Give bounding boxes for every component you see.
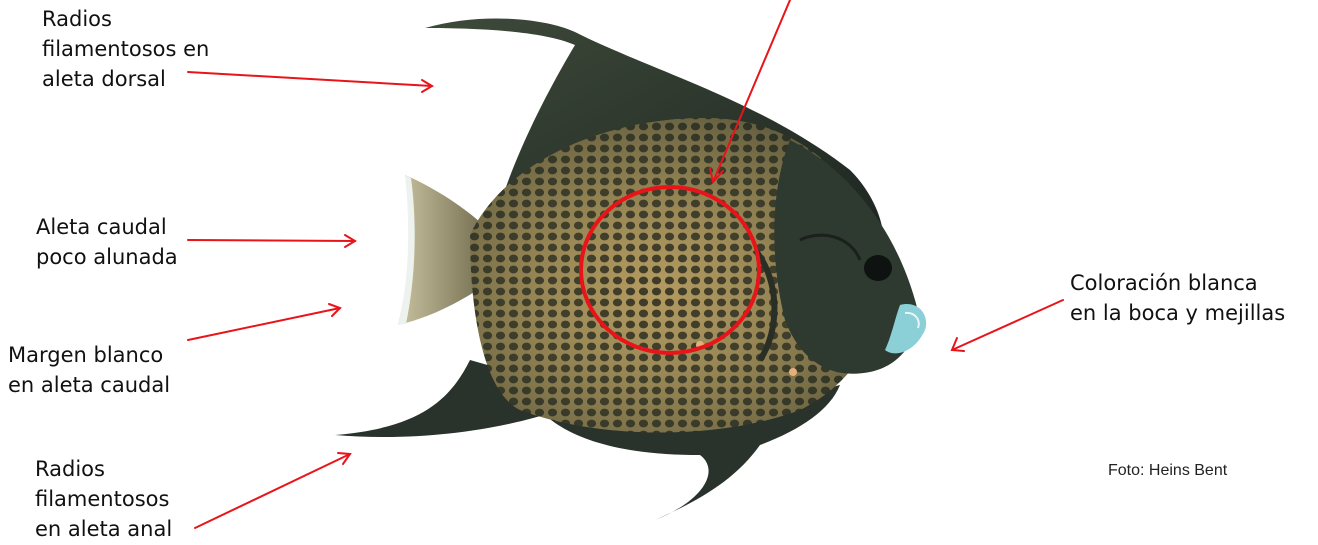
label-caudal-line-1: Aleta caudal: [36, 212, 178, 242]
arrow-caudal: [188, 240, 355, 241]
label-dorsal-fin: Radios filamentosos en aleta dorsal: [42, 4, 209, 94]
label-boca-line-2: en la boca y mejillas: [1070, 298, 1285, 328]
label-dorsal-line-3: aleta dorsal: [42, 64, 209, 94]
label-anal-line-3: en aleta anal: [35, 514, 172, 544]
label-boca-line-1: Coloración blanca: [1070, 268, 1285, 298]
label-caudal-line-2: poco alunada: [36, 242, 178, 272]
arrow-boca: [952, 300, 1063, 350]
label-caudal-fin: Aleta caudal poco alunada: [36, 212, 178, 272]
arrow-margen: [188, 308, 340, 340]
label-dorsal-line-2: filamentosos en: [42, 34, 209, 64]
photo-credit: Foto: Heins Bent: [1108, 462, 1227, 480]
label-white-margin: Margen blanco en aleta caudal: [8, 340, 170, 400]
arrow-anal: [195, 454, 350, 528]
label-anal-line-1: Radios: [35, 454, 172, 484]
label-margen-line-2: en aleta caudal: [8, 370, 170, 400]
label-anal-line-2: filamentosos: [35, 484, 172, 514]
label-anal-fin: Radios filamentosos en aleta anal: [35, 454, 172, 544]
fish-eye: [864, 255, 892, 281]
arrow-dorsal: [188, 72, 432, 86]
label-margen-line-1: Margen blanco: [8, 340, 170, 370]
label-mouth-coloration: Coloración blanca en la boca y mejillas: [1070, 268, 1285, 328]
label-dorsal-line-1: Radios: [42, 4, 209, 34]
